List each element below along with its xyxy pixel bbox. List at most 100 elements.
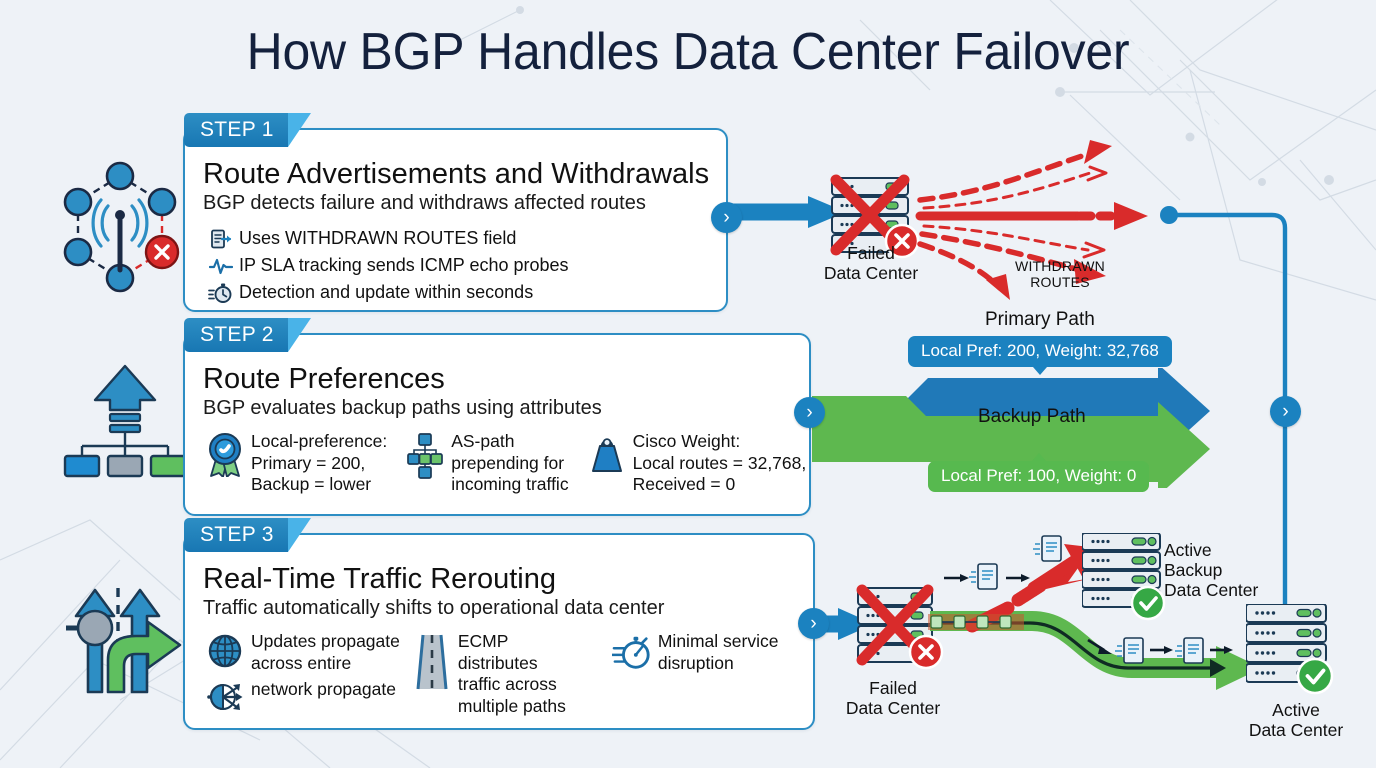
step-3-title: Real-Time Traffic Rerouting <box>203 563 556 595</box>
green-reroute-path <box>930 611 1262 690</box>
pulse-line-icon <box>207 254 235 278</box>
step-1-title: Route Advertisements and Withdrawals <box>203 158 710 190</box>
active-backup-data-center-server <box>1081 532 1178 630</box>
caption-line: Data Center <box>823 263 919 283</box>
step-1-graphic <box>728 140 1188 305</box>
feature-line: Minimal service <box>657 631 779 651</box>
feature-text: Minimal service disruption <box>658 631 779 674</box>
feature-line: AS-path <box>451 431 515 451</box>
as-path-tree-icon <box>405 431 445 479</box>
backup-path-arrow <box>812 396 1210 488</box>
active-dc-caption: Active Data Center <box>1226 700 1366 740</box>
feature-cisco-weight: Cisco Weight: Local routes = 32,768, Rec… <box>587 431 807 496</box>
road-icon <box>412 631 452 690</box>
label-line: WITHDRAWN <box>1015 258 1105 274</box>
step-3-failed-dc-caption: Failed Data Center <box>828 678 958 718</box>
feature-line: Cisco Weight: <box>632 431 741 451</box>
backup-path-tag: Local Pref: 100, Weight: 0 <box>928 453 1150 492</box>
step-1-connector-arrow <box>732 196 846 228</box>
document-export-icon <box>207 227 235 251</box>
feature-line: Local routes = 32,768, <box>632 452 807 473</box>
step-3-badge: STEP 3 <box>184 518 311 552</box>
active-data-center-server <box>1245 603 1346 703</box>
primary-path-arrow <box>812 368 1210 458</box>
step-1-badge: STEP 1 <box>184 113 311 147</box>
list-item: Uses WITHDRAWN ROUTES field <box>207 225 569 252</box>
feature-text: Updates propagate across entire <box>251 631 400 674</box>
feature-ecmp: ECMP distributes traffic across multiple… <box>412 631 566 723</box>
feature-minimal-disruption: Minimal service disruption <box>611 631 779 723</box>
list-item-label: IP SLA tracking sends ICMP echo probes <box>239 255 569 275</box>
step-2-subtitle: BGP evaluates backup paths using attribu… <box>203 397 602 419</box>
step-3-subtitle: Traffic automatically shifts to operatio… <box>203 597 665 619</box>
feature-line: prepending for <box>451 452 565 473</box>
step-3-features: Updates propagate across entire <box>205 631 778 723</box>
stopwatch-icon <box>207 281 235 305</box>
withdrawn-routes-arrows <box>915 140 1148 300</box>
step-2-title: Route Preferences <box>203 363 445 395</box>
feature-text: Local-preference: Primary = 200, Backup … <box>251 431 387 496</box>
primary-path-label: Primary Path <box>985 309 1095 330</box>
step-1-card: STEP 1 Route Advertisements and Withdraw… <box>183 113 742 312</box>
feature-text: Cisco Weight: Local routes = 32,768, Rec… <box>633 431 807 496</box>
step-1-next-chevron[interactable]: › <box>711 202 742 233</box>
list-item: Detection and update within seconds <box>207 279 569 306</box>
link-device-chain <box>928 614 1024 630</box>
step-3-card: STEP 3 Real-Time Traffic Rerouting Traff… <box>183 518 829 730</box>
step-2-badge: STEP 2 <box>184 318 311 352</box>
step-2-left-icon <box>62 362 188 483</box>
broadcast-node-icon <box>205 679 245 723</box>
feature-as-path: AS-path prepending for incoming traffic <box>405 431 569 496</box>
step-1-left-icon <box>52 148 188 299</box>
feature-line: disruption <box>657 652 734 673</box>
step-3-next-chevron[interactable]: › <box>798 608 829 639</box>
list-item-label: Detection and update within seconds <box>239 282 534 302</box>
feature-text: network propagate <box>251 679 396 701</box>
packet-documents-lower <box>1087 637 1233 664</box>
feature-line: Backup = lower <box>251 474 372 494</box>
withdrawn-routes-label: WITHDRAWN ROUTES <box>1000 258 1120 290</box>
caption-line: Active <box>1164 540 1212 560</box>
failed-data-center-server-3 <box>856 584 944 670</box>
feature-line: Updates propagate <box>251 631 400 651</box>
page-title: How BGP Handles Data Center Failover <box>246 23 1130 81</box>
award-ribbon-icon <box>205 431 245 477</box>
feature-line: Received = 0 <box>632 474 736 494</box>
step-3-graphic <box>802 528 1362 723</box>
caption-line: Failed <box>847 243 895 263</box>
feature-local-preference: Local-preference: Primary = 200, Backup … <box>205 431 387 496</box>
feature-line: multiple paths <box>457 695 566 716</box>
step-1-failed-dc-caption: Failed Data Center <box>806 243 936 283</box>
red-reroute-arrow <box>965 544 1098 633</box>
active-backup-dc-caption: Active Backup Data Center <box>1164 540 1284 600</box>
globe-icon <box>205 631 245 675</box>
caption-line: Data Center <box>1164 580 1259 600</box>
list-item-label: Uses WITHDRAWN ROUTES field <box>239 228 517 248</box>
primary-path-tag: Local Pref: 200, Weight: 32,768 <box>908 336 1172 375</box>
feature-text: ECMP distributes traffic across multiple… <box>458 631 566 717</box>
packet-documents-upper <box>944 535 1062 590</box>
caption-line: Backup <box>1164 560 1223 580</box>
weight-icon <box>587 431 627 475</box>
list-item: IP SLA tracking sends ICMP echo probes <box>207 252 569 279</box>
failed-data-center-server <box>830 174 920 259</box>
step-3-column-1: Updates propagate across entire <box>205 631 400 723</box>
feature-line: ECMP <box>457 631 509 651</box>
feature-line: distributes <box>457 652 538 673</box>
backup-path-label: Backup Path <box>978 406 1086 427</box>
feature-updates-propagate: Updates propagate across entire <box>205 631 400 675</box>
feature-line: Primary = 200, <box>251 452 366 473</box>
caption-line: Data Center <box>1248 720 1344 740</box>
step-1-subtitle: BGP detects failure and withdraws affect… <box>203 192 646 214</box>
feature-text: AS-path prepending for incoming traffic <box>451 431 568 496</box>
flow-chevron-mid[interactable]: › <box>1270 396 1301 427</box>
feature-line: traffic across <box>457 674 557 694</box>
feature-line: network propagate <box>251 679 396 699</box>
feature-line: across entire <box>251 652 352 673</box>
step-2-card: STEP 2 Route Preferences BGP evaluates b… <box>183 318 825 516</box>
step-2-features: Local-preference: Primary = 200, Backup … <box>205 431 806 496</box>
step-2-path-graphic <box>812 368 1210 488</box>
feature-line: incoming traffic <box>451 474 569 494</box>
caption-line: Data Center <box>845 698 941 718</box>
step-2-next-chevron[interactable]: › <box>794 397 825 428</box>
